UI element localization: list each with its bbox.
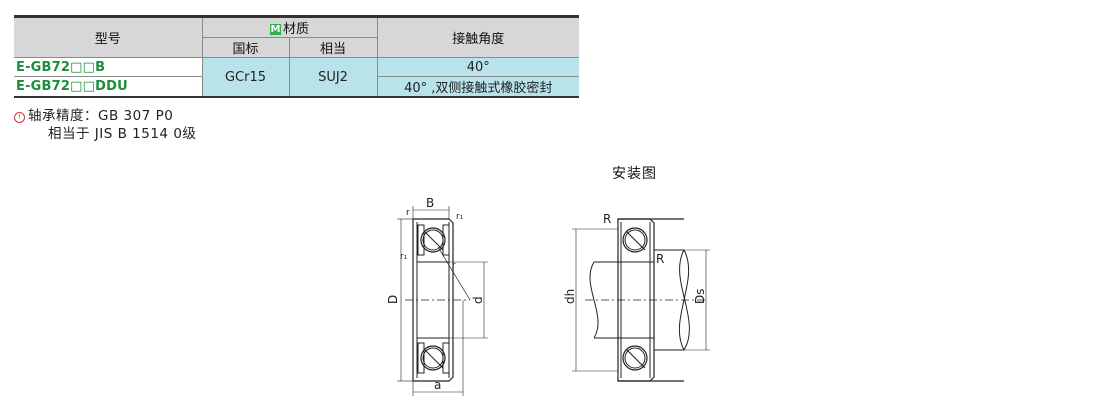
material-cn-value: GCr15 xyxy=(202,57,290,98)
material-equiv-value: SUJ2 xyxy=(289,57,378,98)
label-r-top: r xyxy=(406,208,410,218)
row-contact-1: 40° xyxy=(377,57,580,77)
header-material-label: 材质 xyxy=(283,22,310,37)
label-r1-side: r₁ xyxy=(400,252,408,262)
header-model: 型号 xyxy=(14,15,203,58)
label-Ds: Ds xyxy=(693,289,707,305)
install-title: 安装图 xyxy=(612,166,657,182)
row-contact-2: 40° ,双侧接触式橡胶密封 xyxy=(377,76,580,98)
note-line-2: 相当于 JIS B 1514 0级 xyxy=(48,126,197,142)
label-d: d xyxy=(471,296,485,304)
circle-exclaim-icon: ! xyxy=(14,112,25,123)
label-B: B xyxy=(426,196,434,210)
label-R-top: R xyxy=(603,212,611,226)
header-contact-angle: 接触角度 xyxy=(377,15,580,58)
row-model-2: E-GB72□□DDU xyxy=(14,76,203,98)
label-a: a xyxy=(434,378,441,392)
row-model-1: E-GB72□□B xyxy=(14,57,203,77)
installation-mount-drawing xyxy=(572,218,710,382)
note-line-1: !轴承精度：GB 307 P0 xyxy=(14,107,196,125)
label-r-side: r xyxy=(452,261,456,271)
label-dh: dh xyxy=(563,289,577,304)
header-material-cn: 国标 xyxy=(202,37,290,58)
notes: !轴承精度：GB 307 P0 相当于 JIS B 1514 0级 xyxy=(14,107,196,143)
header-material-equiv: 相当 xyxy=(289,37,378,58)
material-badge-icon: M xyxy=(270,24,281,35)
bearing-section-drawing xyxy=(397,206,488,396)
label-r1-top: r₁ xyxy=(456,212,464,222)
label-D: D xyxy=(386,295,400,304)
label-R-side: R xyxy=(656,252,664,266)
